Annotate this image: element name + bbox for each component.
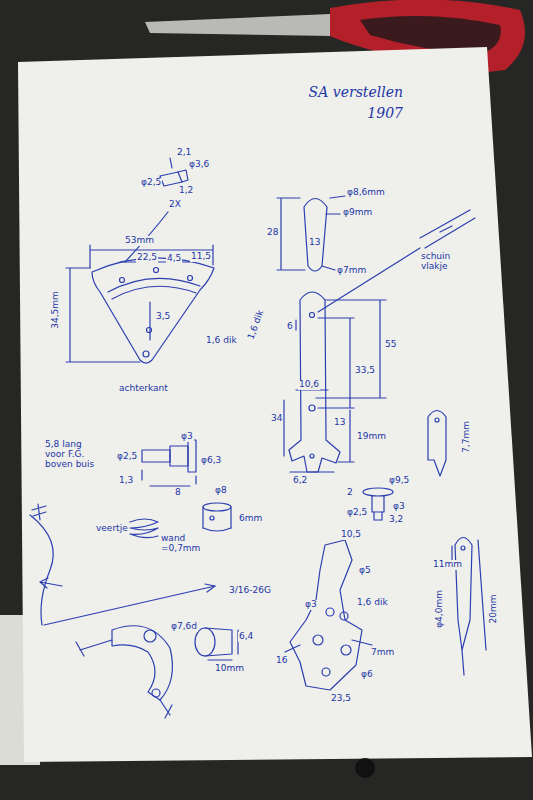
dimension-label: 1,6 dik — [205, 336, 238, 346]
dimension-label: φ2,5 — [116, 452, 138, 462]
dimension-label: φ3 — [392, 502, 406, 512]
dimension-label: 28 — [266, 228, 279, 238]
dimension-label: 11,5 — [190, 252, 212, 262]
dimension-label: 10,5 — [340, 530, 362, 540]
dimension-label: 34 — [270, 414, 283, 424]
dimension-label: 4,5 — [166, 254, 182, 264]
dimension-label: 2X — [168, 200, 182, 210]
dimension-label: φ3 — [180, 432, 194, 442]
dimension-label: 55 — [384, 340, 397, 350]
dimension-label: 5,8 lang voor F.G. boven buis — [44, 440, 98, 470]
dimension-label: 7,7mm — [462, 420, 472, 454]
dimension-label: 6mm — [238, 514, 263, 524]
dimension-label: 3,2 — [388, 515, 404, 525]
dimension-label: φ7,6d — [170, 622, 198, 632]
dimension-label: φ2,5 — [346, 508, 368, 518]
dimension-label: φ8,6mm — [346, 188, 386, 198]
dimension-label: 3/16-26G — [228, 586, 272, 596]
dimension-label: 1,6 dik — [356, 598, 389, 608]
dimension-label: φ3 — [304, 600, 318, 610]
dimension-label: φ6 — [360, 670, 374, 680]
dimension-label: 11mm — [432, 560, 463, 570]
dimension-label: wand =0,7mm — [160, 534, 202, 554]
sheet-title: SA verstellen 1907 — [285, 82, 403, 124]
dimension-label: achterkant — [118, 384, 169, 394]
dimension-label: φ7mm — [336, 266, 367, 276]
dimension-label: veertje — [95, 524, 129, 534]
dimension-label: 16 — [275, 656, 288, 666]
dimension-label: schuin vlakje — [420, 252, 462, 272]
dimension-label: 53mm — [124, 236, 155, 246]
dimension-label: 8 — [174, 488, 182, 498]
dimension-label: φ5 — [358, 566, 372, 576]
dimension-label: 2 — [346, 488, 354, 498]
dimension-label: 20mm — [489, 593, 499, 624]
dimension-label: 19mm — [356, 432, 387, 442]
dimension-label: 7mm — [370, 648, 395, 658]
dimension-label: φ8 — [214, 486, 228, 496]
dimension-label: 23,5 — [330, 694, 352, 704]
dimension-label: 6 — [286, 322, 294, 332]
dimension-label: 13 — [333, 418, 346, 428]
dimension-label: 1,2 — [178, 186, 194, 196]
dimension-label: 3,5 — [155, 312, 171, 322]
dimension-label: 10,6 — [298, 380, 320, 390]
dimension-label: 33,5 — [354, 366, 376, 376]
dimension-label: 1,3 — [118, 476, 134, 486]
dimension-label: 34,5mm — [51, 290, 61, 330]
dimension-label: 6,4 — [238, 632, 254, 642]
dimension-label: 22,5 — [136, 253, 158, 263]
dimension-label: φ6,3 — [200, 456, 222, 466]
dimension-label: 6,2 — [292, 476, 308, 486]
dimension-label: 10mm — [214, 664, 245, 674]
dimension-label: 2,1 — [176, 148, 192, 158]
dimension-label: φ9,5 — [388, 476, 410, 486]
dimension-label: 13 — [308, 238, 321, 248]
dimension-label: φ3,6 — [188, 160, 210, 170]
dimension-label: φ2,5 — [140, 178, 162, 188]
dimension-label: φ4,0mm — [435, 589, 445, 629]
dimension-label: φ9mm — [342, 208, 373, 218]
